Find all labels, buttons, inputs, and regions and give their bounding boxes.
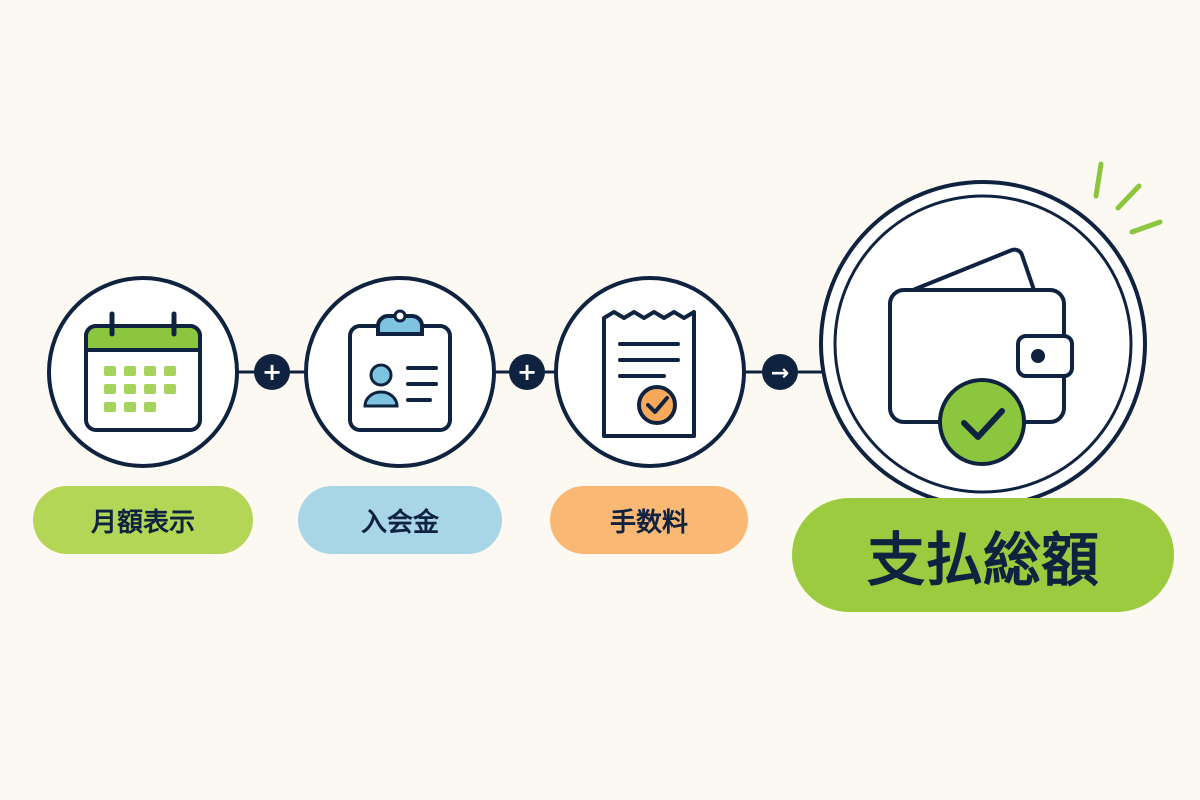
label-entry-fee: 入会金 xyxy=(360,507,439,538)
step-circle-entry-fee xyxy=(304,276,496,468)
operator-arrow: → xyxy=(762,354,798,390)
label-fee: 手数料 xyxy=(609,507,688,538)
result-circle-total xyxy=(819,161,1163,508)
label-pill-fee: 手数料 xyxy=(550,486,748,554)
operator-plus-2: + xyxy=(509,354,545,390)
label-pill-monthly: 月額表示 xyxy=(33,486,253,554)
step-circle-monthly xyxy=(47,276,239,468)
sparkle-lines xyxy=(1093,161,1163,235)
label-pill-entry-fee: 入会金 xyxy=(298,486,502,554)
label-monthly-display: 月額表示 xyxy=(90,507,195,538)
calendar-icon xyxy=(84,311,202,432)
id-card-clipboard-icon xyxy=(348,309,452,432)
receipt-check-icon xyxy=(602,310,696,438)
operator-plus-1: + xyxy=(254,354,290,390)
label-pill-total: 支払総額 xyxy=(792,498,1174,612)
step-circle-fee xyxy=(554,276,746,468)
operator-plus-2-text: + xyxy=(517,358,537,386)
operator-arrow-text: → xyxy=(771,361,789,386)
operator-plus-1-text: + xyxy=(262,358,282,386)
label-total-payment: 支払総額 xyxy=(866,526,1099,594)
wallet-check-icon xyxy=(888,247,1074,466)
